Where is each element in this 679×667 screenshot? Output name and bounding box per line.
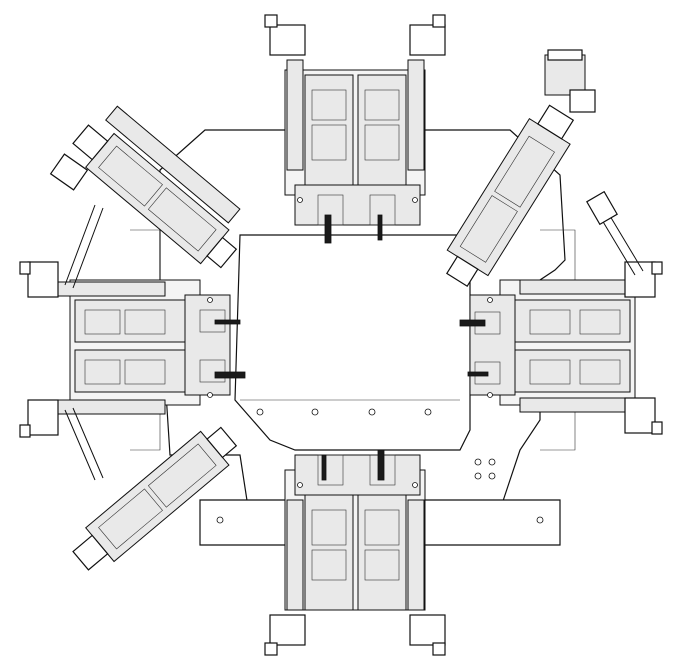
bottom-right-cylinder	[407, 499, 425, 611]
top-left-valve	[269, 24, 306, 56]
bottom-left-valve	[269, 614, 306, 646]
station-left	[19, 261, 246, 438]
station-right	[459, 261, 663, 435]
central-opening	[234, 234, 471, 451]
bottom-right-valve	[409, 614, 446, 646]
left-bottom-cylinder	[54, 399, 166, 415]
bottom-left-cylinder	[286, 499, 304, 611]
left-arm-upper	[49, 153, 104, 289]
top-right-valve	[409, 24, 446, 56]
right-bottom-cylinder	[519, 397, 631, 413]
plate-holes	[216, 458, 544, 524]
top-right-cylinder	[407, 59, 425, 171]
left-top-cylinder	[54, 281, 166, 297]
motor-upper-right	[544, 49, 596, 113]
left-arm-lower	[64, 407, 104, 481]
right-top-cylinder	[519, 279, 631, 295]
diagonal-unit-upper-left	[72, 105, 241, 269]
diagonal-unit-lower-left	[72, 426, 238, 571]
right-arm-upper	[586, 190, 644, 276]
station-bottom	[264, 449, 446, 656]
top-left-cylinder	[286, 59, 304, 171]
diagonal-unit-upper-right	[446, 104, 575, 287]
station-top	[264, 14, 446, 244]
